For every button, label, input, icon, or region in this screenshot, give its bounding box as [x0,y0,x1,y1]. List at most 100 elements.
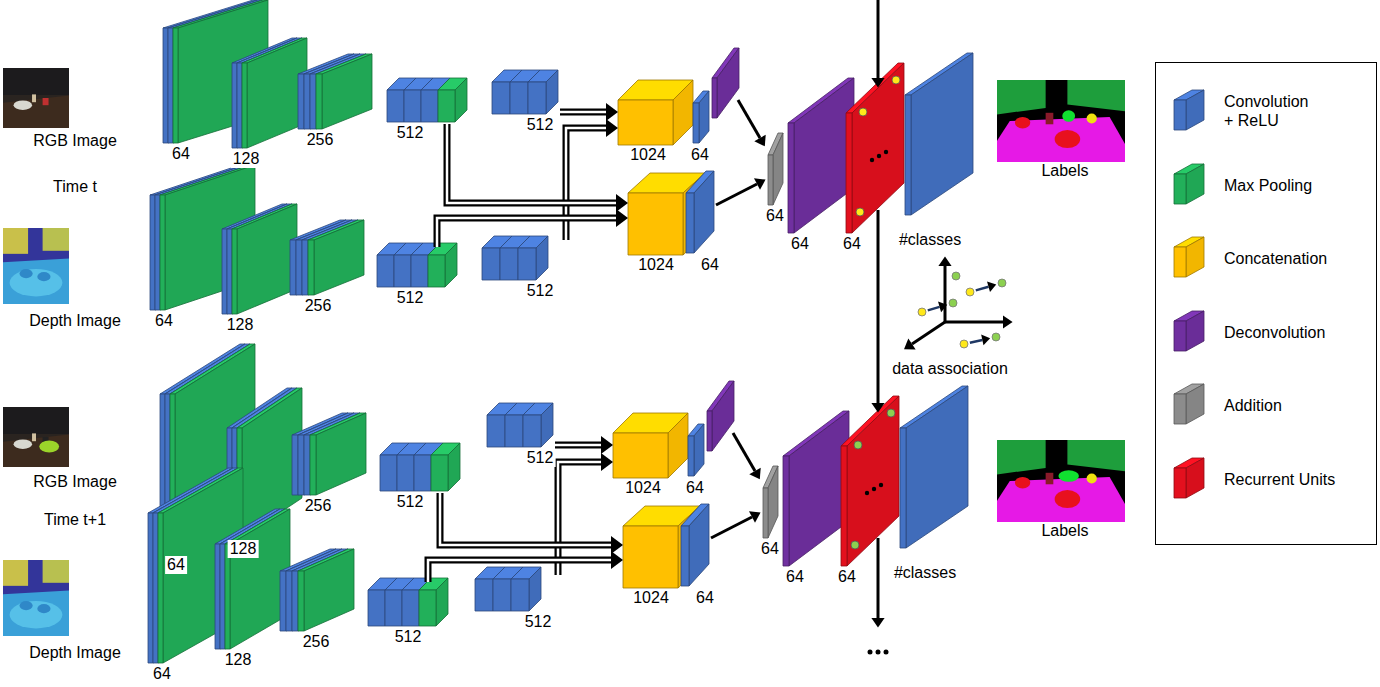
arrow-head [987,281,996,292]
arrow-line [560,109,606,116]
block-face [618,100,673,145]
label-table [997,117,1125,162]
pool-block [298,549,354,631]
layer-stack [475,567,541,611]
conv-block [693,91,709,143]
block-face [693,103,699,143]
block-face [232,229,237,314]
legend-swatch-holder [1166,307,1212,357]
depth-wall [3,228,28,254]
block-face [304,74,310,129]
yellow-dot [918,308,926,316]
ellipsis-dot [879,483,883,487]
legend-text: Convolution + ReLU [1224,92,1319,130]
block-face [788,123,794,233]
layer-label: #classes [897,231,963,249]
depth-table [3,590,69,636]
arrow-head [749,511,761,523]
fusion-branch [613,381,968,588]
block-face [310,74,316,129]
legend-swatch [1174,90,1204,130]
block-face [773,133,783,205]
pool-block [431,443,460,491]
block-face [529,567,541,611]
label-cup [1046,473,1054,484]
block-face [402,590,419,626]
arrow-head [904,339,916,350]
layer-label: 64 [684,479,706,497]
arrow-head [871,78,884,88]
scene-can [32,94,36,102]
block-face [493,579,511,611]
label-object [1062,110,1075,121]
legend-swatch [1174,458,1204,498]
block-face [694,171,714,253]
block-face [414,455,431,491]
layer-label: 1024 [628,146,668,164]
depth-bowl [20,601,33,610]
arrow-line [877,0,880,78]
block-face [1186,458,1204,498]
scene-bowl [14,100,32,110]
block-face [394,255,411,287]
arrow-head [606,119,618,137]
double-arrow [437,209,628,247]
pool-block [428,243,457,287]
block-face [431,455,448,491]
block-face [528,82,546,114]
block-face [292,435,298,495]
ellipsis-dot [884,150,888,154]
block-face [1174,100,1186,130]
block-face [153,513,158,663]
conv-block [523,403,553,447]
yellow-dot [960,340,968,348]
block-face [314,220,364,295]
image-panel: Labels [991,440,1139,540]
legend-swatch-holder [1166,160,1212,210]
block-face [712,381,734,451]
addition-block [768,133,783,205]
legend-text: Addition [1224,396,1282,415]
block-face [794,78,854,233]
arrow [904,322,945,349]
layer-stack [148,468,243,663]
block-face [768,466,778,538]
double-arrow [566,119,618,240]
addition-block [763,466,778,538]
layer-stack [292,413,366,495]
block-face [1174,394,1186,424]
legend-box: Convolution + ReLUMax PoolingConcatenati… [1155,62,1377,545]
depth-table [3,258,69,304]
block-face [1174,468,1186,498]
legend-entry: Addition [1166,380,1282,430]
arrow-head [616,194,628,212]
arrow-line-inner [555,444,601,447]
double-arrow [560,103,618,121]
arrow [871,0,884,88]
pool-block [438,78,467,122]
block-face [310,435,316,495]
layer-label: 1024 [623,479,663,497]
picture-content [3,228,69,304]
block-face [906,386,968,548]
layer-stack [492,70,558,114]
image-caption: Depth Image [1,644,149,662]
layer-label: 512 [525,116,556,134]
layer-label: #classes [892,564,958,582]
legend-swatch [1174,237,1204,277]
arrow-line [428,560,611,582]
layer-label: 1024 [631,589,671,607]
layer-stack [487,403,553,447]
legend-text: Recurrent Units [1224,470,1335,489]
scene-cup [43,98,49,105]
block-face [523,415,541,447]
block-face [220,544,225,649]
deconv-block [788,78,854,233]
label-object [1058,470,1078,481]
image-caption: Labels [991,162,1139,180]
arrow-head [754,178,766,190]
green-dot [992,333,1000,341]
picture-content [997,80,1125,162]
block-face [1186,384,1204,424]
